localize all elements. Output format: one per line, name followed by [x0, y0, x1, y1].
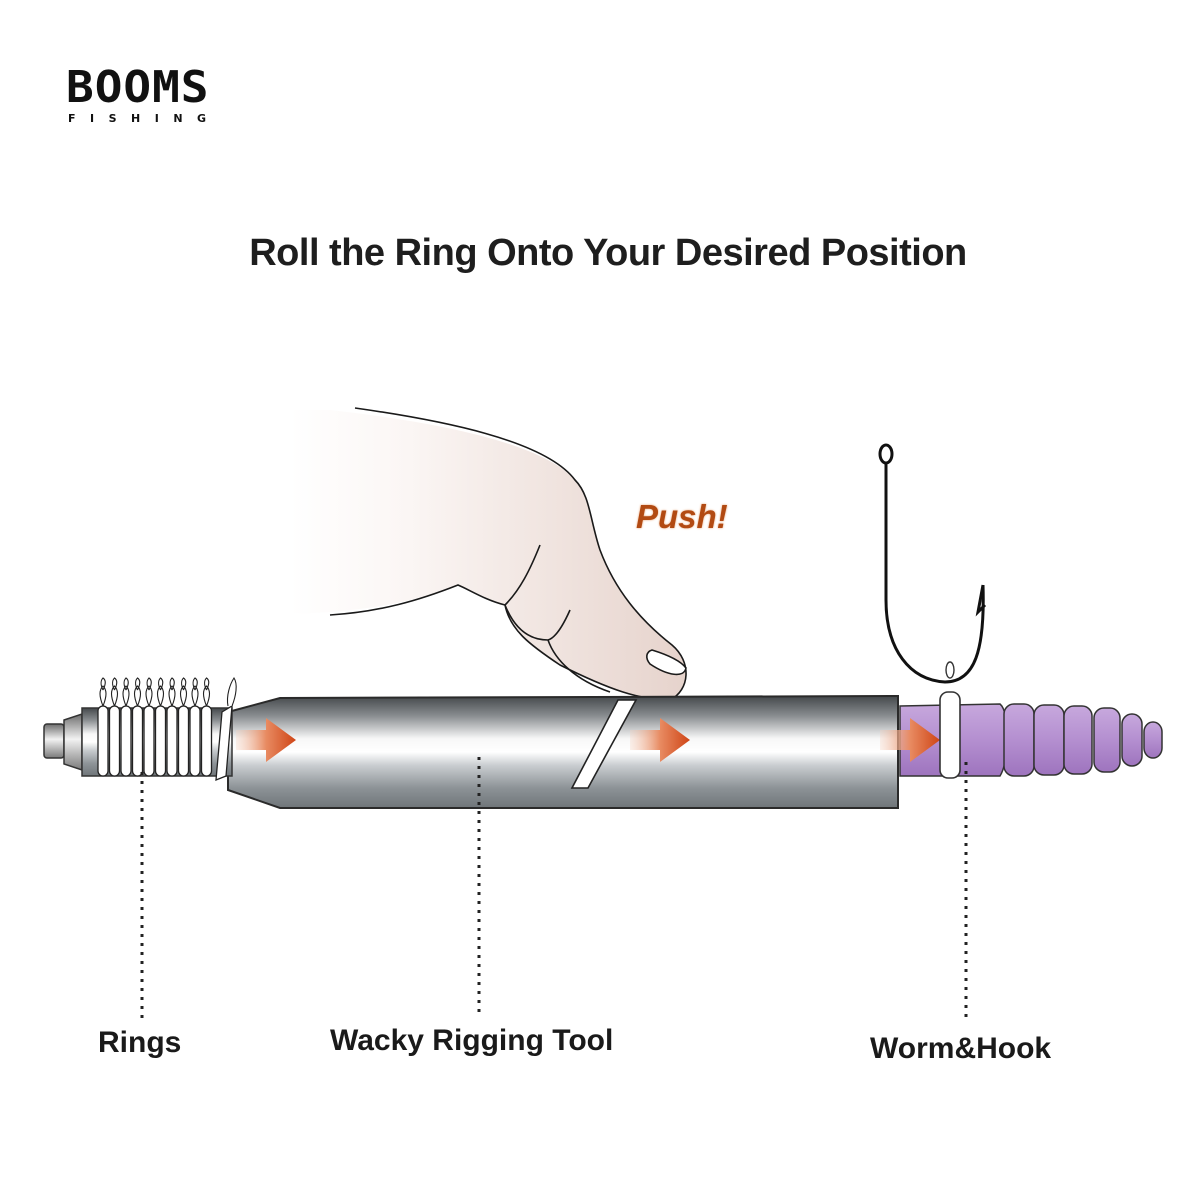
brand-logo: BOOMS FISHING [66, 64, 221, 125]
ring [154, 705, 167, 777]
ring-tab [202, 677, 211, 707]
ring-tab [110, 677, 119, 707]
brand-name: BOOMS [66, 61, 210, 113]
label-worm-hook: Worm&Hook [870, 1032, 1052, 1065]
label-rings: Rings [98, 1026, 182, 1059]
ring-tab [226, 677, 237, 707]
direction-arrow-icon [630, 718, 690, 762]
tool-end-cap [43, 723, 65, 759]
worm-segment [1033, 704, 1065, 776]
ring-on-worm [939, 691, 961, 779]
ring-tab [145, 677, 153, 707]
ring [189, 705, 201, 777]
ring [166, 705, 178, 777]
label-wacky-rigging-tool: Wacky Rigging Tool [330, 1024, 614, 1057]
direction-arrow-icon [880, 718, 940, 762]
ring [108, 705, 121, 777]
ring [120, 705, 132, 777]
ring-tab [99, 677, 107, 707]
brand-tagline: FISHING [68, 112, 221, 125]
push-annotation: Push! [636, 498, 728, 535]
worm-segment [1003, 703, 1035, 777]
ring [97, 705, 109, 777]
ring-tab [122, 677, 130, 707]
worm-segment [1093, 707, 1121, 773]
ring [177, 705, 190, 777]
diagram-title: Roll the Ring Onto Your Desired Position [249, 232, 967, 274]
ring-tab [945, 661, 955, 679]
ring [131, 705, 144, 777]
rings-stack [97, 677, 237, 781]
ring-tab [168, 677, 176, 707]
ring-tab [191, 677, 199, 707]
worm-segment [1121, 713, 1143, 767]
fishing-hook-icon [878, 443, 987, 684]
ring-tab [156, 677, 165, 707]
ring-tab [179, 677, 188, 707]
rolling-ring [570, 699, 638, 789]
ring [200, 705, 213, 777]
ring [143, 705, 155, 777]
ring-tilted [215, 704, 233, 781]
worm-segment [1143, 721, 1163, 759]
finger-illustration [290, 407, 687, 701]
direction-arrow-icon [236, 718, 296, 762]
worm-segment [1063, 705, 1093, 775]
ring-tab [133, 677, 142, 707]
